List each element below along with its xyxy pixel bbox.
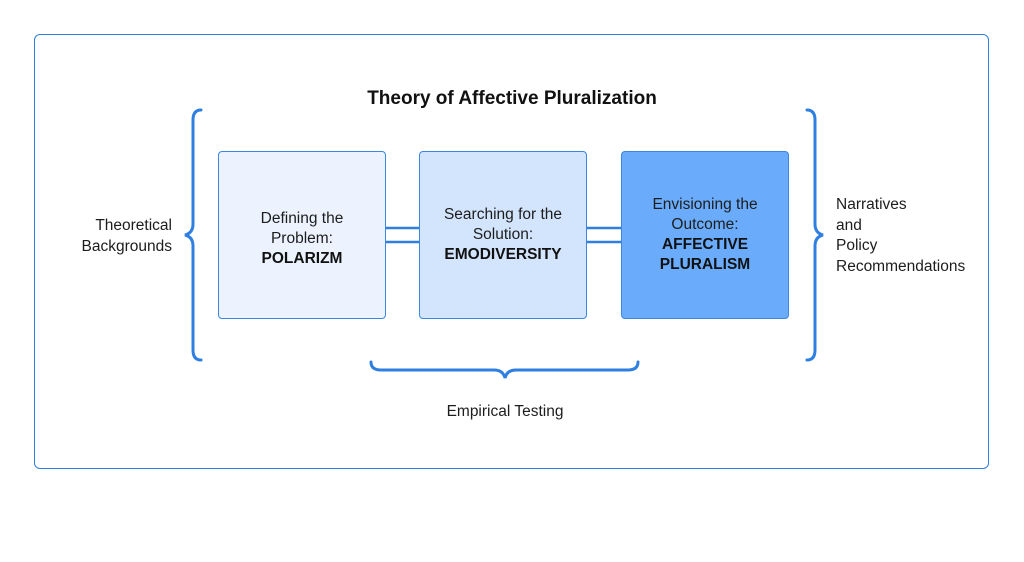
box-searching-solution: Searching for the Solution: EMODIVERSITY xyxy=(419,151,587,319)
right-brace xyxy=(805,108,824,362)
box-envisioning-outcome: Envisioning the Outcome: AFFECTIVE PLURA… xyxy=(621,151,789,319)
box-defining-problem: Defining the Problem: POLARIZM xyxy=(218,151,386,319)
right-label-line-1: Narratives xyxy=(836,196,907,213)
box-1-line-2: Problem: xyxy=(270,230,333,247)
diagram-frame xyxy=(34,34,989,469)
left-label-line-1: Theoretical xyxy=(95,217,172,234)
bottom-label: Empirical Testing xyxy=(446,403,564,420)
left-label: Theoretical Backgrounds xyxy=(60,216,172,257)
box-3-keyword-2: PLURALISM xyxy=(659,256,751,273)
left-label-line-2: Backgrounds xyxy=(81,237,172,255)
right-label: Narratives and Policy Recommendations xyxy=(836,195,965,277)
box-3-keyword-1: AFFECTIVE xyxy=(661,236,749,253)
box-3-line-1: Envisioning the xyxy=(652,196,758,213)
box-2-line-1: Searching for the xyxy=(443,206,563,223)
box-1-line-1: Defining the xyxy=(260,210,344,227)
right-label-line-2: and xyxy=(836,216,862,234)
bottom-brace xyxy=(369,360,640,379)
box-2-line-2: Solution: xyxy=(472,226,534,243)
right-label-line-3: Policy xyxy=(836,237,878,254)
box-2-keyword: EMODIVERSITY xyxy=(444,246,562,263)
box-1-keyword: POLARIZM xyxy=(261,250,343,267)
box-3-line-2: Outcome: xyxy=(671,216,739,233)
right-label-line-4: Recommendations xyxy=(836,257,966,275)
left-brace xyxy=(184,108,203,362)
diagram-title: Theory of Affective Pluralization xyxy=(367,88,657,109)
